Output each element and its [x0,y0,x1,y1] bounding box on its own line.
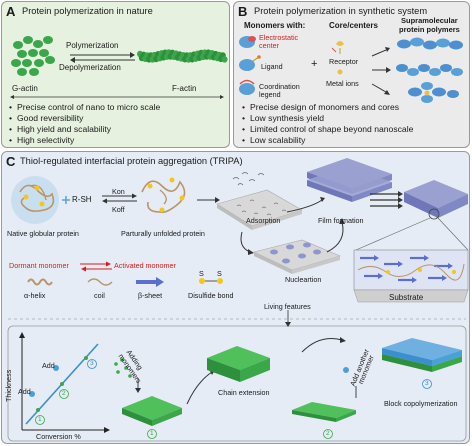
chain-extension-label: Chain extension [218,388,270,397]
panel-b-bullet-2: Low synthesis yield [242,113,324,123]
circle-num-2: 2 [62,390,66,397]
supramolecular-chain-2 [396,64,463,76]
green-film-1 [122,396,182,426]
panel-b-bullet-3: Limited control of shape beyond nanoscal… [242,124,413,134]
f-actin-subunit [221,56,228,63]
add-label-2: Add [42,361,55,370]
dormant-monomer-label: Dormant monomer [9,261,69,270]
green-film-2 [207,346,270,382]
receptor-icon [331,41,344,54]
legend-sheet-label: β-sheet [138,291,163,300]
add-monomer-2 [53,365,59,371]
kon-label: Kon [112,187,125,196]
circle-num-5: 2 [326,430,330,437]
supramolecular-cluster [408,82,459,103]
coil-legend-icon [87,278,113,286]
g-actin-label: G-actin [12,84,38,93]
panel-c-letter: C [6,154,16,169]
panel-c: C Thiol-regulated interfacial protein ag… [1,151,470,444]
living-features-label: Living features [264,302,311,311]
coord-line2: legend [259,90,281,99]
panel-a-letter: A [6,4,16,19]
unfolded-protein-icon [141,177,186,214]
panel-b-bullet-1: Precise design of monomers and cores [242,102,399,112]
panel-a: A Protein polymerization in nature [1,1,230,148]
electrostatic-monomer-icon [239,36,256,48]
rsh-label: R-SH [72,195,92,204]
ligand-label: Ligand [261,62,283,71]
zoom-detail [353,249,469,291]
add-monomer-1 [29,391,35,397]
thickness-plot [19,332,110,433]
legend-s2: S [217,269,222,278]
nucleation-plate [253,239,341,274]
f-actin-filament [137,49,228,63]
supra-line2: protein polymers [399,25,460,34]
panel-b: B Protein polymerization in synthetic sy… [233,1,470,148]
panel-a-bullet-4: High selectivity [9,135,74,145]
koff-label: Koff [112,205,125,214]
panel-a-title: Protein polymerization in nature [22,6,153,16]
supra-line1: Supramolecular [401,16,458,25]
green-film-thin [292,402,356,422]
panel-a-bullet-1: Precise control of nano to micro scale [9,102,160,112]
legend-disulfide-label: Disulfide bond [188,291,234,300]
final-film [404,180,468,220]
coord-line1: Coordination [259,82,300,91]
substrate-label: Substrate [389,293,424,302]
block-copolymer-film [382,338,462,372]
panel-a-bullet-2: Good reversibility [9,113,83,123]
electrostatic-line1: Electrostatic [259,33,299,42]
g-actin-cluster [11,36,55,76]
legend-s1: S [199,269,204,278]
panel-b-letter: B [238,4,248,19]
tripa-illustration [7,158,469,442]
panel-a-bullet-3: High yield and scalability [9,124,111,134]
coordination-monomer-icon [239,79,255,95]
activated-monomer-label: Activated monomer [114,261,176,270]
disulfide-legend-icon [199,278,223,284]
receptor-label: Receptor [329,57,359,66]
adsorption-label: Adsorption [246,216,281,225]
film-stack [307,158,392,202]
add-label-1: Add [18,387,31,396]
film-formation-label: Film formation [318,216,364,225]
helix-legend-icon [27,278,53,286]
legend-helix-label: α-helix [24,291,46,300]
thickness-axis-label: Thickness [4,369,13,402]
legend-coil-label: coil [94,291,105,300]
nucleartion-label: Nucleartion [285,275,322,284]
sheet-legend-icon [136,277,164,287]
conversion-axis-label: Conversion % [36,432,81,441]
electrostatic-line2: center [259,41,279,50]
monomers-header: Monomers with: [244,21,306,30]
circle-num-4: 1 [150,430,154,437]
polymerization-label: Polymerization [66,41,119,50]
ligand-monomer-icon [239,55,261,71]
metal-ions-label: Metal ions [326,79,359,88]
supramolecular-chain-1 [397,37,463,50]
circle-num-1: 1 [38,416,42,423]
metal-ion-icon [337,69,343,75]
circle-num-6: 3 [425,380,429,387]
native-protein-icon [11,176,59,224]
synthetic-illustration [239,36,463,103]
adding-monomer-dots [114,358,132,378]
block-copolymerization-label: Block copolymerization [384,399,458,408]
actin-illustration [10,36,228,99]
panel-b-bullet-4: Low scalability [242,135,305,145]
adsorption-plate [216,189,303,230]
native-protein-label: Native globular protein [7,229,79,238]
depolymerization-label: Depolymerization [59,63,121,72]
circle-num-3: 3 [90,360,94,367]
unfolded-protein-label: Parturally unfolded protein [121,229,205,238]
panel-b-title: Protein polymerization in synthetic syst… [254,6,428,16]
f-actin-label: F-actin [172,84,197,93]
another-monomer-icon [343,367,349,373]
substrate-slab [353,289,469,303]
core-header: Core/centers [329,21,378,30]
plus-sign: + [311,58,318,70]
panel-c-title: Thiol-regulated interfacial protein aggr… [20,156,243,166]
